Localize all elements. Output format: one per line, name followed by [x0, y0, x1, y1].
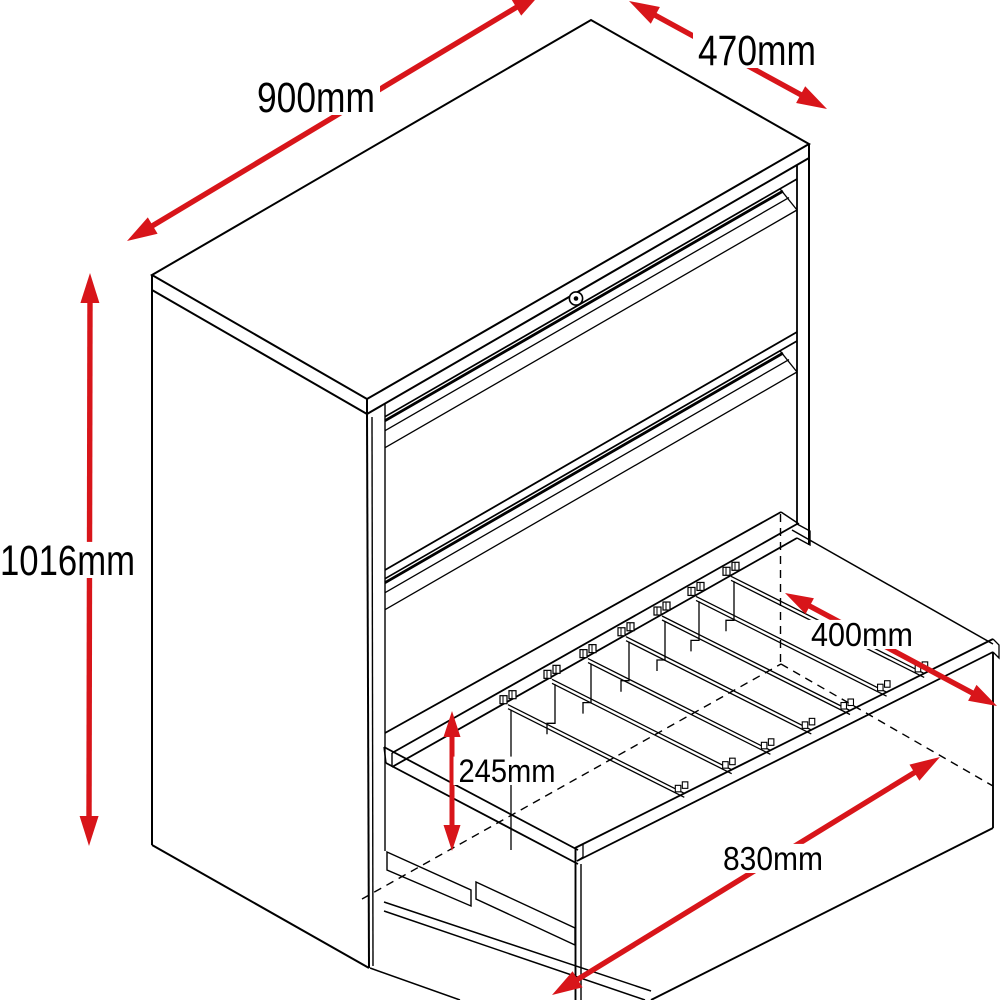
svg-text:470mm: 470mm [698, 27, 816, 75]
svg-text:245mm: 245mm [459, 753, 556, 789]
svg-text:400mm: 400mm [811, 616, 913, 653]
svg-text:1016mm: 1016mm [0, 537, 135, 585]
svg-text:900mm: 900mm [257, 74, 375, 122]
svg-text:830mm: 830mm [723, 840, 823, 877]
